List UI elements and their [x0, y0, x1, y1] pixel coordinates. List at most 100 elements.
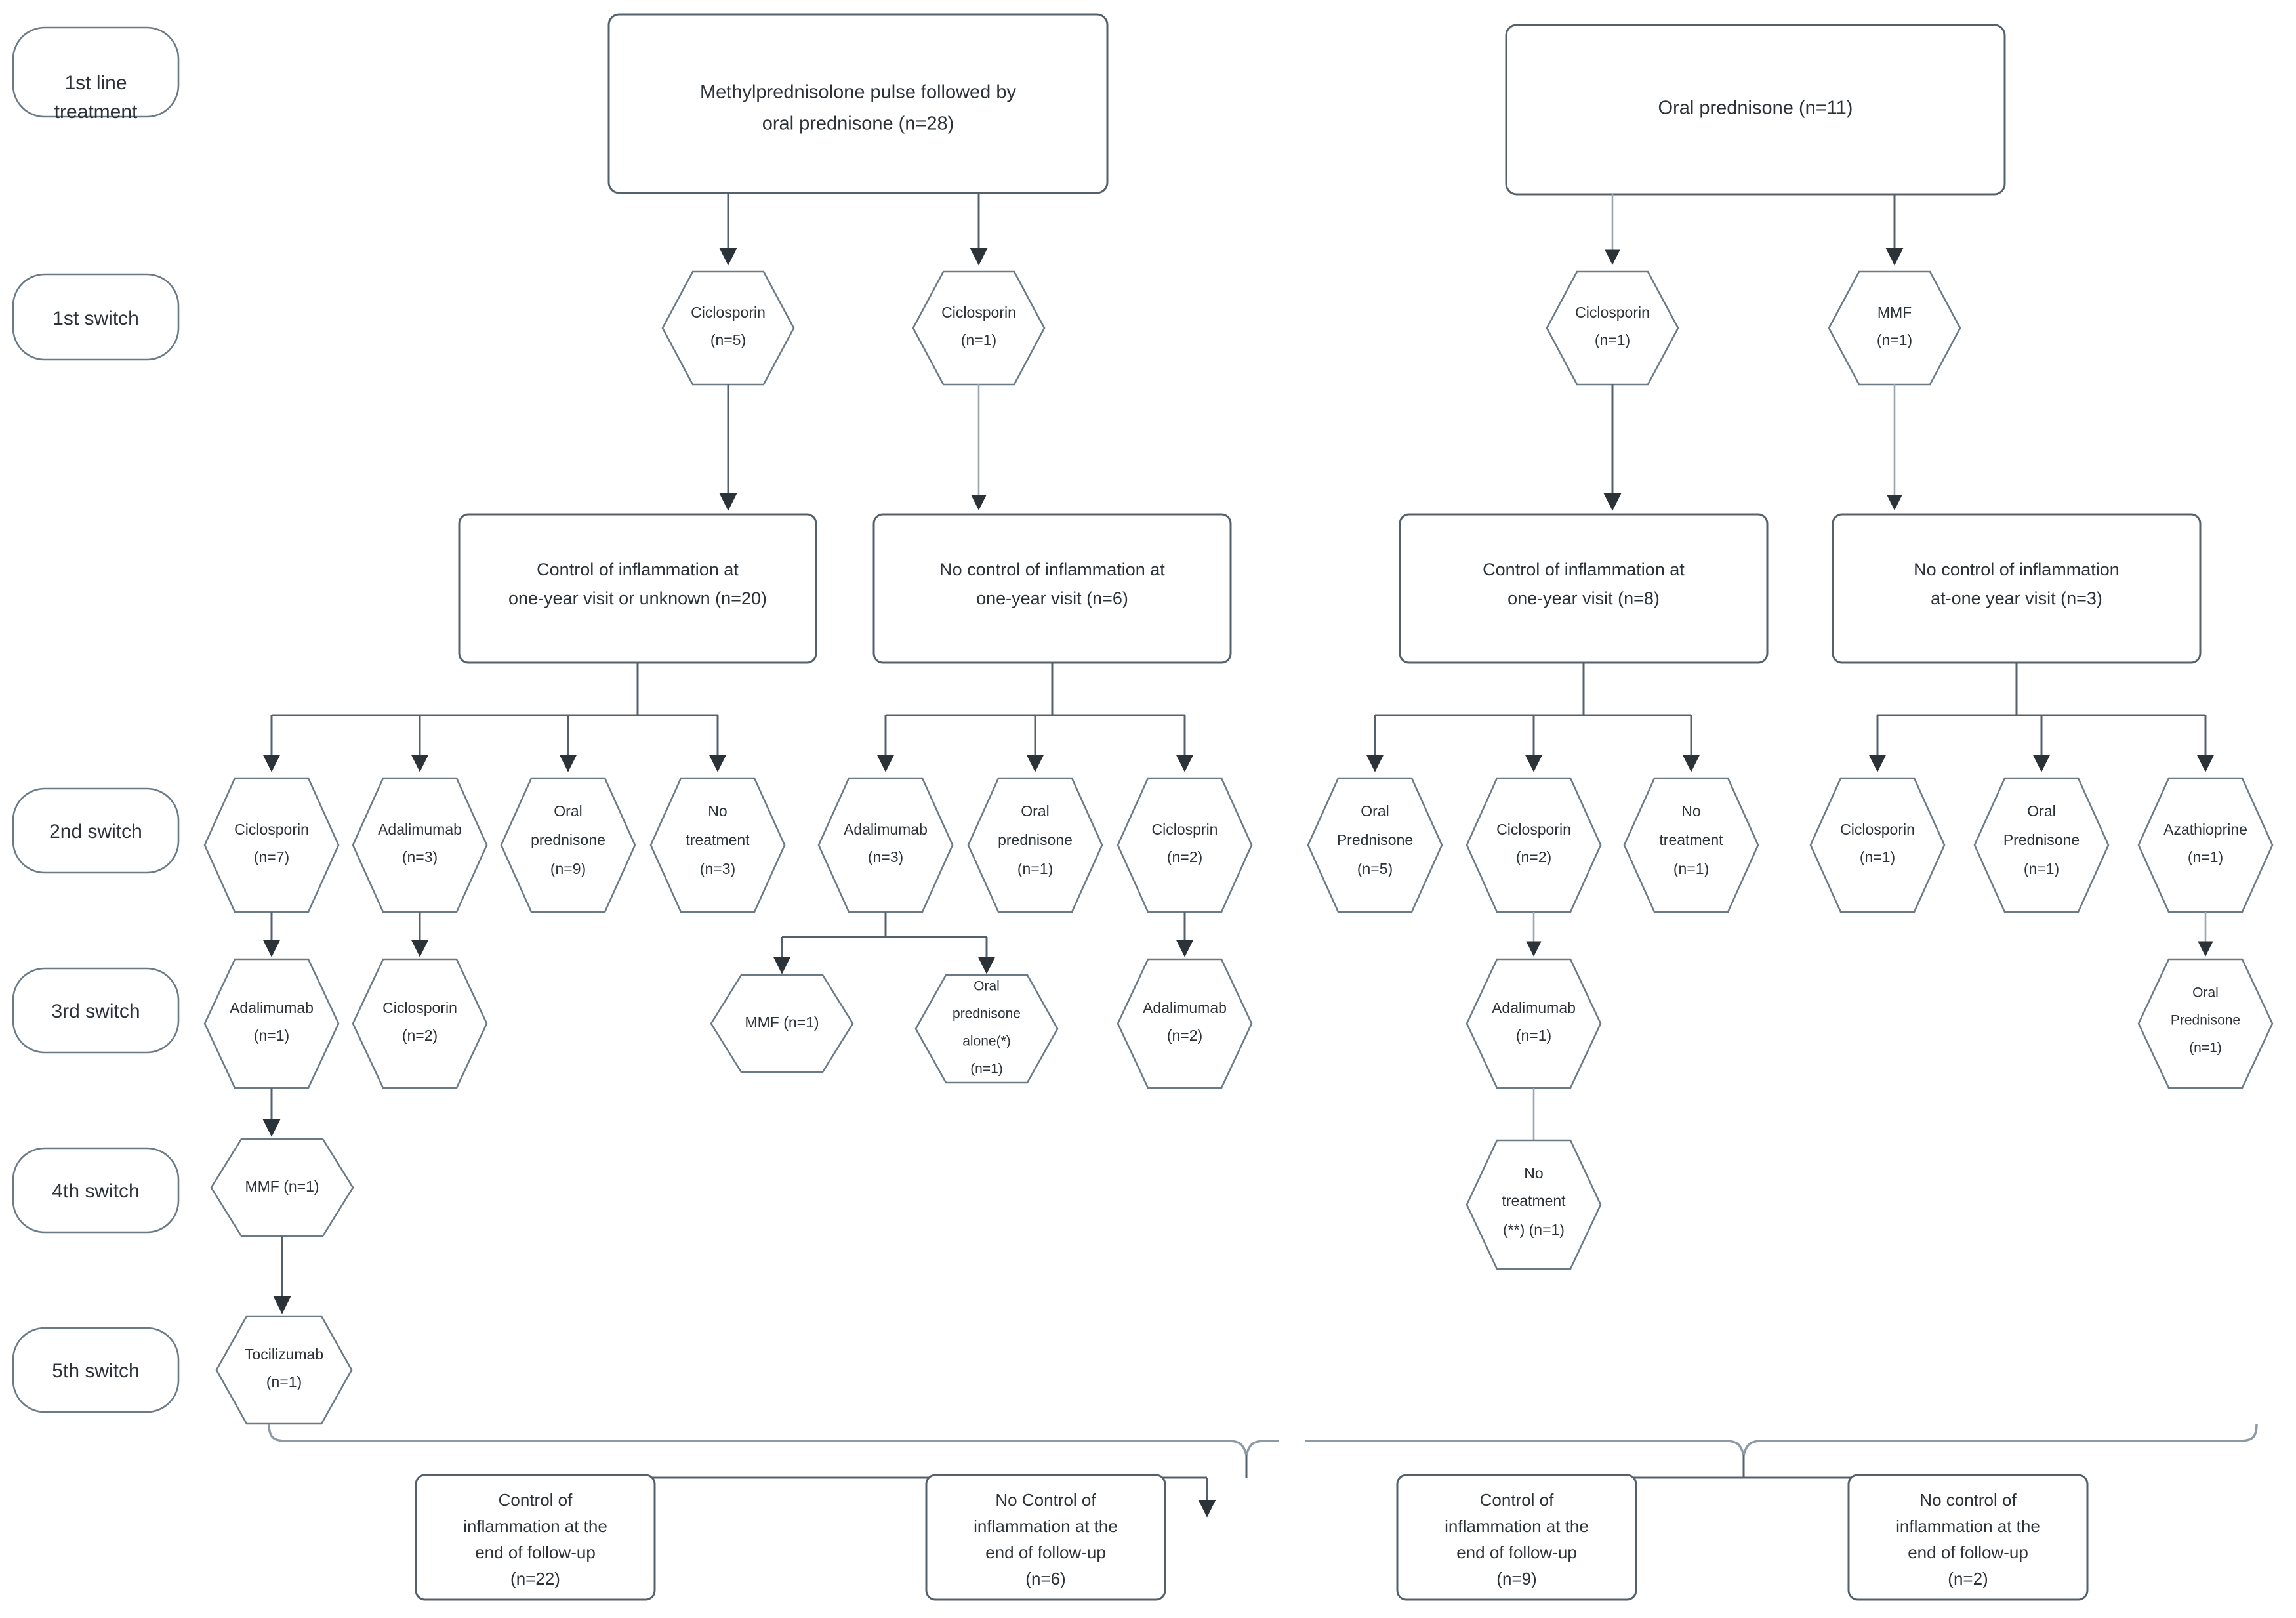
- node-oy-1[interactable]: Control of inflammation at one-year visi…: [458, 513, 817, 664]
- node-label-line1: Control of: [499, 1490, 573, 1510]
- node-label-line2: (n=1): [2188, 848, 2223, 865]
- node-label-line1: Oral: [974, 979, 1000, 994]
- node-label-line2: inflammation at the: [463, 1516, 607, 1536]
- node-fo-1[interactable]: Control of inflammation at the end of fo…: [415, 1474, 656, 1601]
- node-ss-7[interactable]: Ciclosprin (n=2): [1117, 777, 1253, 913]
- node-label-line1: Azathioprine: [2163, 821, 2247, 838]
- node-label-line2: (n=2): [402, 1027, 438, 1044]
- node-fs-1[interactable]: Ciclosporin (n=5): [661, 270, 795, 386]
- node-label-line2: (n=2): [1167, 1027, 1202, 1044]
- node-label-line1: Oral: [554, 802, 582, 819]
- node-fs-3[interactable]: Ciclosporin (n=1): [1546, 270, 1679, 386]
- node-label-line3: (n=1): [2024, 860, 2059, 877]
- node-ss-5[interactable]: Adalimumab (n=3): [817, 777, 954, 913]
- node-label-line1: Ciclosporin: [234, 821, 309, 838]
- stage-label-text-2: treatment: [54, 101, 138, 123]
- node-label-line1: Tocilizumab: [245, 1346, 323, 1363]
- stage-label-1st-switch: 1st switch: [12, 273, 180, 361]
- node-ts-6[interactable]: Adalimumab (n=1): [1466, 958, 1602, 1089]
- node-ts-4[interactable]: Oral prednisone alone(*) (n=1): [914, 974, 1059, 1084]
- stage-label-3rd-switch: 3rd switch: [12, 967, 180, 1054]
- node-ts-5[interactable]: Adalimumab (n=2): [1117, 958, 1253, 1089]
- node-label-line4: (n=2): [1948, 1569, 1988, 1588]
- node-label-line1: Oral: [2027, 802, 2055, 819]
- node-ss-2[interactable]: Adalimumab (n=3): [352, 777, 488, 913]
- node-label-line2: (n=7): [254, 848, 289, 865]
- node-label-line3: (n=9): [550, 860, 586, 877]
- node-label-line1: Oral: [1021, 802, 1049, 819]
- node-label-line4: (n=1): [970, 1062, 1003, 1077]
- node-ts-2[interactable]: Ciclosporin (n=2): [352, 958, 488, 1089]
- node-label-line2: Prednisone: [1337, 831, 1413, 848]
- node-ss-11[interactable]: Ciclosporin (n=1): [1809, 777, 1946, 913]
- node-ss-1[interactable]: Ciclosporin (n=7): [203, 777, 340, 913]
- node-fo-3[interactable]: Control of inflammation at the end of fo…: [1396, 1474, 1637, 1601]
- node-label-line3: (n=3): [700, 860, 735, 877]
- node-label-line1: No control of inflammation at: [939, 560, 1165, 579]
- node-ts-7[interactable]: Oral Prednisone (n=1): [2137, 958, 2274, 1089]
- node-label-line1: No control of: [1919, 1490, 2017, 1510]
- node-label-line4: (n=9): [1496, 1569, 1536, 1588]
- node-label-line1: No: [1524, 1165, 1543, 1182]
- node-ss-10[interactable]: No treatment (n=1): [1623, 777, 1759, 913]
- node-label-line2: inflammation at the: [1445, 1516, 1589, 1536]
- node-oy-2[interactable]: No control of inflammation at one-year v…: [872, 513, 1232, 664]
- node-first-line-left[interactable]: Methylprednisolone pulse followed by ora…: [607, 13, 1109, 194]
- node-oy-4[interactable]: No control of inflammation at-one year v…: [1832, 513, 2202, 664]
- brace-right-group: [1305, 1423, 2258, 1456]
- node-label-line2: (n=2): [1167, 848, 1202, 865]
- stage-label-1st-line-treatment: 1st line treatment: [12, 26, 180, 123]
- node-label-line2: treatment: [1659, 831, 1723, 848]
- node-label-line3: (n=1): [1673, 860, 1709, 877]
- node-label-line2: prednisone: [998, 831, 1073, 848]
- node-fos-1[interactable]: MMF (n=1): [210, 1138, 354, 1237]
- node-label-line2: Prednisone: [2171, 1013, 2240, 1028]
- node-oy-3[interactable]: Control of inflammation at one-year visi…: [1399, 513, 1769, 664]
- node-label-line2: one-year visit or unknown (n=20): [508, 589, 767, 608]
- node-label-line1: No Control of: [995, 1490, 1096, 1510]
- node-label-line1: Oral prednisone (n=11): [1658, 98, 1853, 119]
- node-ss-6[interactable]: Oral prednisone (n=1): [967, 777, 1103, 913]
- node-label-line1: Ciclosprin: [1152, 821, 1218, 838]
- node-fis-1[interactable]: Tocilizumab (n=1): [215, 1315, 353, 1425]
- node-fos-2[interactable]: No treatment (**) (n=1): [1466, 1139, 1602, 1270]
- node-ss-9[interactable]: Ciclosporin (n=2): [1466, 777, 1602, 913]
- node-fs-2[interactable]: Ciclosporin (n=1): [912, 270, 1046, 386]
- node-fs-4[interactable]: MMF (n=1): [1828, 270, 1961, 386]
- node-label-line2: (n=2): [1516, 848, 1551, 865]
- node-ss-4[interactable]: No treatment (n=3): [649, 777, 786, 913]
- node-fo-2[interactable]: No Control of inflammation at the end of…: [925, 1474, 1166, 1601]
- node-label-line3: (n=1): [1017, 860, 1053, 877]
- node-label-line3: end of follow-up: [475, 1543, 596, 1562]
- node-label-line2: (n=3): [402, 848, 438, 865]
- node-label-line2: treatment: [1502, 1192, 1566, 1209]
- node-label-line2: inflammation at the: [1896, 1516, 2040, 1536]
- node-label-line2: (n=5): [710, 331, 746, 348]
- node-label-line3: alone(*): [962, 1034, 1011, 1049]
- node-label-line4: (n=6): [1025, 1569, 1065, 1588]
- node-label-line2: inflammation at the: [974, 1516, 1118, 1536]
- node-ts-3[interactable]: MMF (n=1): [710, 974, 854, 1073]
- stage-label-text: 1st switch: [52, 308, 139, 329]
- node-label-line2: (n=3): [868, 848, 903, 865]
- node-ss-12[interactable]: Oral Prednisone (n=1): [1973, 777, 2110, 913]
- stage-label-2nd-switch: 2nd switch: [12, 787, 180, 874]
- node-label-line1: Control of inflammation at: [1483, 560, 1685, 579]
- stage-label-text: 1st line: [64, 72, 127, 94]
- node-label-line1: Ciclosporin: [1496, 821, 1571, 838]
- node-label-line2: oral prednisone (n=28): [762, 114, 954, 135]
- node-label-line1: Adalimumab: [378, 821, 462, 838]
- node-label-line3: (**) (n=1): [1503, 1221, 1565, 1238]
- node-label-line2: one-year visit (n=6): [976, 589, 1128, 608]
- node-first-line-right[interactable]: Oral prednisone (n=11): [1505, 24, 2006, 196]
- node-ss-3[interactable]: Oral prednisone (n=9): [500, 777, 636, 913]
- node-label-line2: (n=1): [961, 331, 996, 348]
- node-ss-13[interactable]: Azathioprine (n=1): [2137, 777, 2274, 913]
- node-fo-4[interactable]: No control of inflammation at the end of…: [1847, 1474, 2089, 1601]
- node-ss-8[interactable]: Oral Prednisone (n=5): [1307, 777, 1443, 913]
- node-ts-1[interactable]: Adalimumab (n=1): [203, 958, 340, 1089]
- node-label-line3: end of follow-up: [1456, 1543, 1577, 1562]
- node-label-line2: (n=1): [1595, 331, 1630, 348]
